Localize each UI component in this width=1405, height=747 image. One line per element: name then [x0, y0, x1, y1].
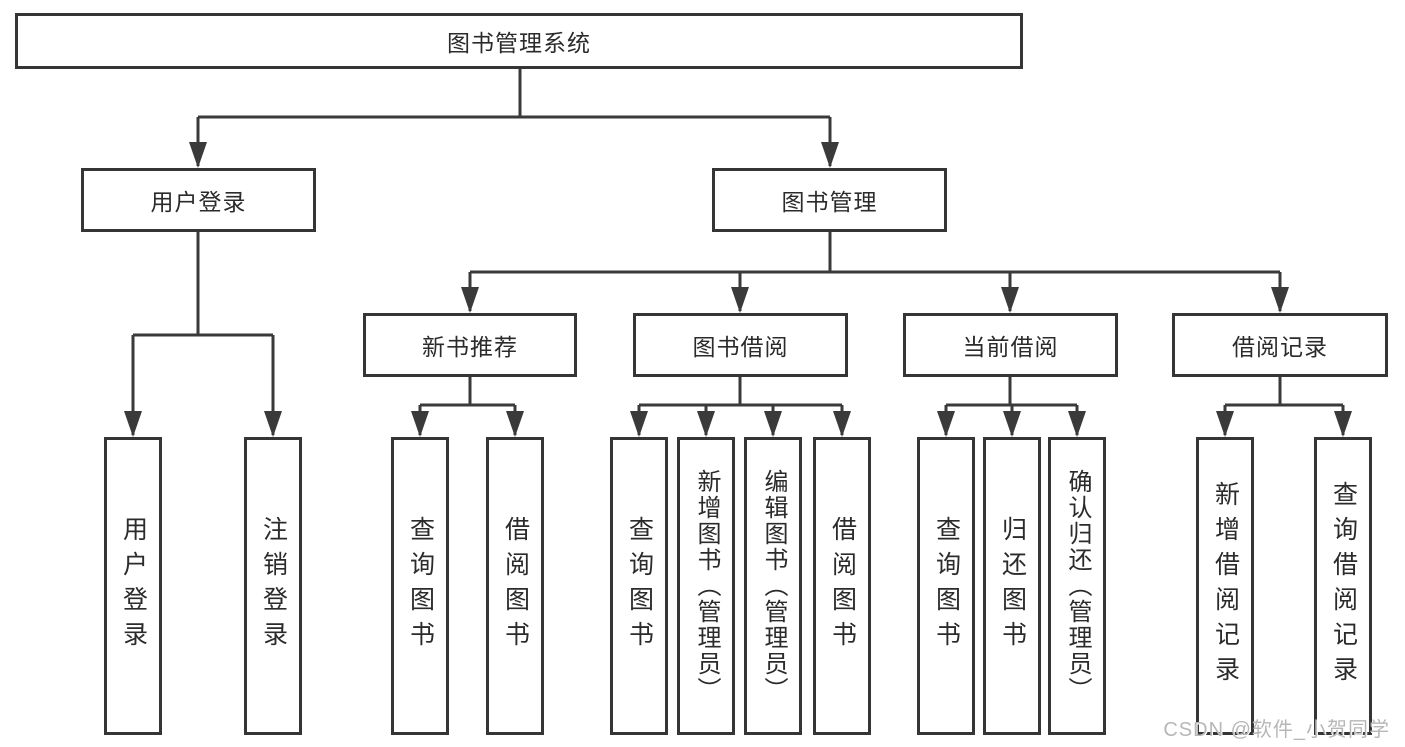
arrow-down-icon — [697, 411, 715, 437]
leaf-query-books-3-label: 查询图书 — [932, 516, 961, 656]
leaf-borrow-books-2: 借阅图书 — [813, 437, 871, 735]
leaf-add-books-admin: 新增图书（管理员） — [677, 437, 735, 735]
leaf-borrow-books-1-label: 借阅图书 — [501, 516, 530, 656]
leaf-query-books-1-label: 查询图书 — [406, 516, 435, 656]
node-book-management: 图书管理 — [712, 168, 947, 232]
arrow-down-icon — [731, 287, 749, 313]
node-root: 图书管理系统 — [15, 13, 1023, 69]
arrow-down-icon — [937, 411, 955, 437]
leaf-query-books-2: 查询图书 — [610, 437, 668, 735]
connector-bookmgmt-to-level3 — [468, 232, 1282, 311]
leaf-add-borrow-record-label: 新增借阅记录 — [1211, 481, 1240, 691]
arrow-down-icon — [1068, 411, 1086, 437]
arrow-down-icon — [821, 142, 839, 168]
connector-newbook-to-leaves — [418, 377, 517, 435]
node-book-borrow: 图书借阅 — [633, 313, 848, 377]
arrow-down-icon — [411, 411, 429, 437]
leaf-return-books-label: 归还图书 — [998, 516, 1027, 656]
leaf-add-books-admin-label: 新增图书（管理员） — [693, 469, 720, 703]
arrowheads-group — [124, 142, 1352, 437]
node-borrow-records-label: 借阅记录 — [1232, 334, 1328, 360]
arrow-down-icon — [764, 411, 782, 437]
leaf-borrow-books-2-label: 借阅图书 — [828, 516, 857, 656]
arrow-down-icon — [506, 411, 524, 437]
connector-userlogin-to-leaves — [131, 232, 275, 435]
leaf-query-books-1: 查询图书 — [391, 437, 449, 735]
arrow-down-icon — [189, 142, 207, 168]
leaf-return-books: 归还图书 — [983, 437, 1041, 735]
leaf-query-books-2-label: 查询图书 — [625, 516, 654, 656]
leaf-edit-books-admin: 编辑图书（管理员） — [744, 437, 802, 735]
node-user-login: 用户登录 — [81, 168, 316, 232]
node-current-borrow: 当前借阅 — [903, 313, 1118, 377]
node-new-book-recommend: 新书推荐 — [363, 313, 577, 377]
arrow-down-icon — [1271, 287, 1289, 313]
connector-borrow-to-leaves — [637, 377, 844, 435]
leaf-add-borrow-record: 新增借阅记录 — [1196, 437, 1254, 735]
watermark: CSDN @软件_小贺同学 — [1163, 719, 1390, 741]
connector-records-to-leaves — [1223, 377, 1345, 435]
leaf-logout-label: 注销登录 — [259, 516, 288, 656]
arrow-down-icon — [630, 411, 648, 437]
leaf-query-books-3: 查询图书 — [917, 437, 975, 735]
arrow-down-icon — [264, 411, 282, 437]
node-book-management-label: 图书管理 — [781, 189, 878, 215]
node-borrow-records: 借阅记录 — [1172, 313, 1388, 377]
node-root-label: 图书管理系统 — [447, 30, 591, 56]
leaf-confirm-return-admin: 确认归还（管理员） — [1048, 437, 1106, 735]
arrow-down-icon — [1334, 411, 1352, 437]
connector-root-to-level2 — [196, 69, 832, 166]
arrow-down-icon — [124, 411, 142, 437]
leaf-user-login-label: 用户登录 — [119, 516, 148, 656]
node-user-login-label: 用户登录 — [150, 189, 247, 215]
leaf-confirm-return-admin-label: 确认归还（管理员） — [1064, 469, 1091, 703]
arrow-down-icon — [461, 287, 479, 313]
leaf-query-borrow-record: 查询借阅记录 — [1314, 437, 1372, 735]
arrow-down-icon — [1001, 287, 1019, 313]
arrow-down-icon — [1003, 411, 1021, 437]
leaf-logout: 注销登录 — [244, 437, 302, 735]
leaf-edit-books-admin-label: 编辑图书（管理员） — [760, 469, 787, 703]
node-book-borrow-label: 图书借阅 — [692, 334, 789, 360]
leaf-query-borrow-record-label: 查询借阅记录 — [1329, 481, 1358, 691]
arrow-down-icon — [833, 411, 851, 437]
arrow-down-icon — [1216, 411, 1234, 437]
node-current-borrow-label: 当前借阅 — [962, 334, 1059, 360]
leaf-borrow-books-1: 借阅图书 — [486, 437, 544, 735]
leaf-user-login: 用户登录 — [104, 437, 162, 735]
node-new-book-recommend-label: 新书推荐 — [422, 334, 518, 360]
